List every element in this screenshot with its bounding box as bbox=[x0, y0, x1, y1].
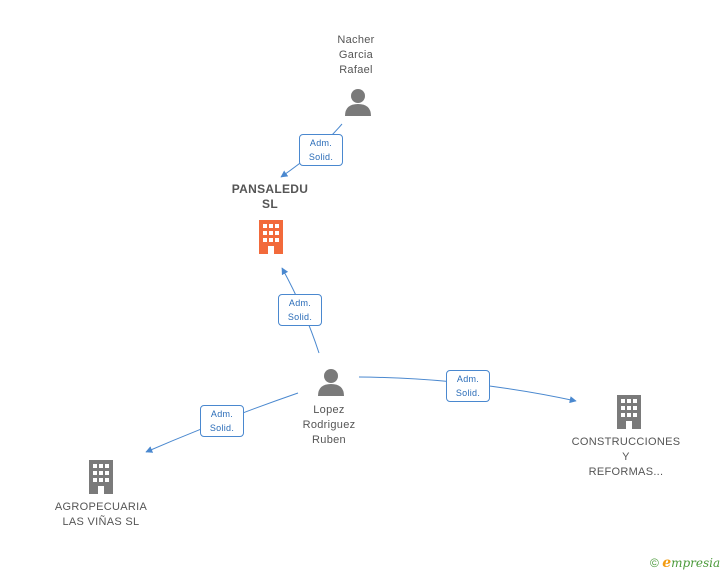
brand-rest: mpresia bbox=[671, 556, 721, 570]
name-line: LAS VIÑAS SL bbox=[62, 516, 140, 528]
building-icon[interactable] bbox=[614, 395, 644, 429]
node-label-nacher[interactable]: Nacher Garcia Rafael bbox=[300, 33, 412, 78]
name-line: Garcia bbox=[338, 49, 374, 61]
node-label-agropecuaria[interactable]: AGROPECUARIA LAS VIÑAS SL bbox=[46, 500, 156, 530]
name-line: AGROPECUARIA bbox=[54, 501, 148, 513]
name-line: Y bbox=[622, 451, 630, 463]
name-line: Rafael bbox=[339, 64, 373, 76]
role-line: Adm. bbox=[210, 409, 234, 419]
name-line: CONSTRUCCIONES bbox=[571, 436, 681, 448]
role-line: Adm. bbox=[288, 298, 312, 308]
copyright-symbol: © bbox=[650, 556, 659, 570]
name-line: Ruben bbox=[312, 434, 346, 446]
person-icon[interactable] bbox=[316, 367, 346, 397]
role-line: Adm. bbox=[456, 374, 480, 384]
name-line: PANSALEDU bbox=[231, 182, 309, 196]
node-label-lopez[interactable]: Lopez Rodriguez Ruben bbox=[273, 403, 385, 448]
role-line: Adm. bbox=[309, 138, 333, 148]
role-line: Solid. bbox=[455, 388, 481, 398]
role-badge-lopez-construcciones[interactable]: Adm. Solid. bbox=[446, 370, 490, 402]
node-label-pansaledu[interactable]: PANSALEDU SL bbox=[214, 182, 326, 212]
name-line: SL bbox=[262, 197, 278, 211]
name-line: REFORMAS... bbox=[588, 466, 664, 478]
role-badge-lopez-agropecuaria[interactable]: Adm. Solid. bbox=[200, 405, 244, 437]
name-line: Lopez bbox=[313, 404, 345, 416]
empresia-watermark: © empresia bbox=[650, 555, 720, 571]
name-line: Nacher bbox=[337, 34, 375, 46]
person-icon[interactable] bbox=[343, 87, 373, 117]
role-badge-lopez-pansaledu[interactable]: Adm. Solid. bbox=[278, 294, 322, 326]
role-line: Solid. bbox=[287, 312, 313, 322]
building-icon[interactable] bbox=[86, 460, 116, 494]
building-icon-highlight[interactable] bbox=[256, 220, 286, 254]
role-line: Solid. bbox=[308, 152, 334, 162]
brand-initial: e bbox=[662, 555, 672, 571]
role-badge-nacher-pansaledu[interactable]: Adm. Solid. bbox=[299, 134, 343, 166]
node-label-construcciones[interactable]: CONSTRUCCIONES Y REFORMAS... bbox=[566, 435, 686, 480]
role-line: Solid. bbox=[209, 423, 235, 433]
name-line: Rodriguez bbox=[302, 419, 356, 431]
empresia-logo: empresia bbox=[662, 555, 721, 571]
